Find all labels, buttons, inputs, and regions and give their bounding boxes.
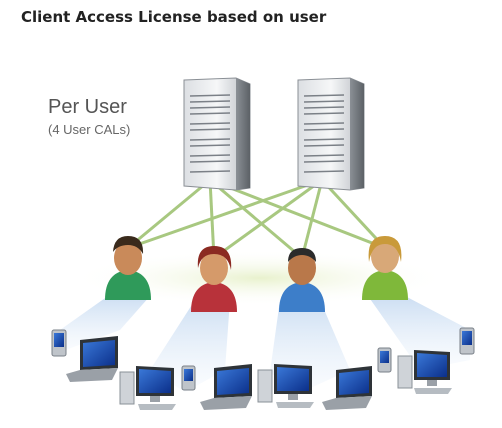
user-icon: [362, 236, 408, 300]
pda-icon: [459, 327, 475, 355]
user-icon: [191, 246, 237, 312]
pda-icon: [181, 365, 196, 391]
laptop-icon: [66, 336, 118, 382]
server-icon: [183, 77, 251, 191]
pda-icon: [377, 347, 392, 373]
desktop-icon: [257, 364, 314, 408]
desktop-icon: [397, 350, 452, 394]
pda-icon: [51, 329, 67, 357]
user-icon: [105, 236, 151, 300]
page-title: Client Access License based on user: [21, 8, 327, 26]
user-icon: [279, 248, 325, 312]
license-links: [127, 178, 387, 260]
laptop-icon: [200, 364, 252, 410]
laptop-icon: [322, 366, 372, 410]
diagram-heading: Per User: [48, 96, 127, 118]
diagram-subheading: (4 User CALs): [48, 122, 131, 137]
floor-glow: [70, 250, 450, 306]
server-icon: [297, 77, 365, 191]
desktop-icon: [119, 366, 176, 410]
